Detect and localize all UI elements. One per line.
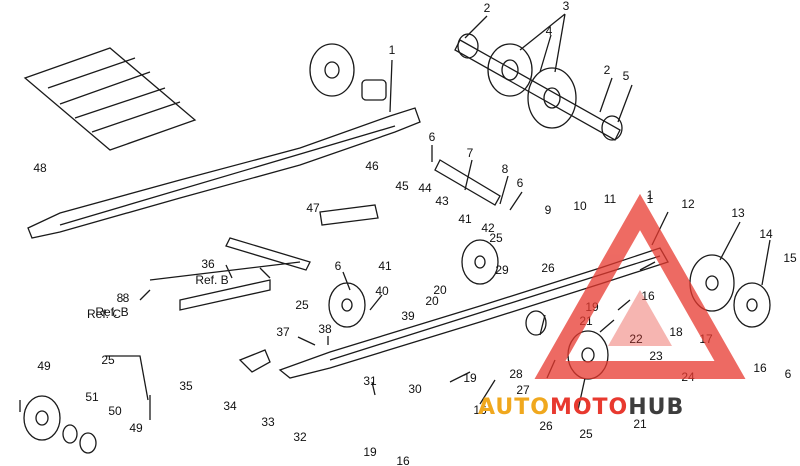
callout-label: 35 (179, 379, 193, 393)
callout-label: 18 (669, 325, 683, 339)
callout-label: Ref. C (87, 307, 121, 321)
callout-label: 6 (335, 259, 342, 273)
callout-label: 16 (753, 361, 767, 375)
callout-label: 33 (261, 415, 275, 429)
callout-label: 26 (539, 419, 553, 433)
callout-label: 23 (649, 349, 663, 363)
callout-label: 41 (458, 212, 472, 226)
callout-label: 38 (318, 322, 332, 336)
callout-label: 5 (623, 69, 630, 83)
callout-label: 13 (731, 206, 745, 220)
callout-label: 19 (463, 371, 477, 385)
callout-label: 30 (408, 382, 422, 396)
callout-label: 2 (484, 1, 491, 15)
callout-label: 6 (429, 130, 436, 144)
callout-label: 49 (37, 359, 51, 373)
callout-label: 4 (546, 24, 553, 38)
callout-label: 32 (293, 430, 307, 444)
callout-label: 27 (516, 383, 530, 397)
callout-label: 40 (375, 284, 389, 298)
callout-label: 21 (633, 417, 647, 431)
callout-label: 12 (681, 197, 695, 211)
callout-label: 7 (467, 146, 474, 160)
callout-label: 2 (604, 63, 611, 77)
callout-label: 34 (223, 399, 237, 413)
callout-label: 1 (647, 188, 654, 202)
callout-label: 29 (495, 263, 509, 277)
callout-label: 19 (363, 445, 377, 459)
callout-label: Ref. B (95, 305, 128, 319)
callout-label: 16 (473, 403, 487, 417)
callout-label: 26 (541, 261, 555, 275)
watermark-brand-a: AUTO (478, 395, 550, 420)
callout-label: 45 (395, 179, 409, 193)
watermark-text: AUTOMOTOHUB (478, 395, 684, 420)
callout-label: 15 (783, 251, 797, 265)
callout-label: 16 (641, 289, 655, 303)
callout-label: 6 (517, 176, 524, 190)
callout-label: 43 (435, 194, 449, 208)
watermark-brand-c: HUB (628, 395, 684, 420)
callout-label: 41 (378, 259, 392, 273)
callout-label: Ref. B (195, 273, 228, 287)
callout-label: 36 (201, 257, 215, 271)
callout-label: 25 (101, 353, 115, 367)
callout-label: 46 (365, 159, 379, 173)
callout-label: 20 (433, 283, 447, 297)
callout-label: 10 (573, 199, 587, 213)
callout-label: 8 (123, 291, 130, 305)
callout-label: 25 (579, 427, 593, 441)
callout-label: 28 (509, 367, 523, 381)
callout-label: 20 (425, 294, 439, 308)
callout-label: 1 (647, 192, 654, 206)
callout-label: 8 (502, 162, 509, 176)
callout-label: 44 (418, 181, 432, 195)
callout-label: 31 (363, 374, 377, 388)
callout-label: 25 (295, 298, 309, 312)
callout-label: 1 (389, 43, 396, 57)
callout-label: 51 (85, 390, 99, 404)
callout-label: 49 (129, 421, 143, 435)
callout-label: 14 (759, 227, 773, 241)
callout-label: 25 (489, 231, 503, 245)
callout-label: 48 (33, 161, 47, 175)
watermark-brand-b: MOTO (550, 395, 628, 420)
callout-label: 9 (545, 203, 552, 217)
callout-label: 39 (401, 309, 415, 323)
callout-label: 11 (604, 192, 617, 206)
watermark-logo (534, 193, 746, 379)
callout-label: 22 (629, 332, 643, 346)
callout-label: 50 (108, 404, 122, 418)
callout-label: 47 (306, 201, 320, 215)
callout-label: 6 (785, 367, 792, 381)
callout-label: 37 (276, 325, 290, 339)
callout-label: 3 (563, 0, 570, 13)
callout-label: 8 (117, 291, 124, 305)
callout-label: 16 (396, 454, 410, 466)
callout-label: 42 (481, 221, 495, 235)
